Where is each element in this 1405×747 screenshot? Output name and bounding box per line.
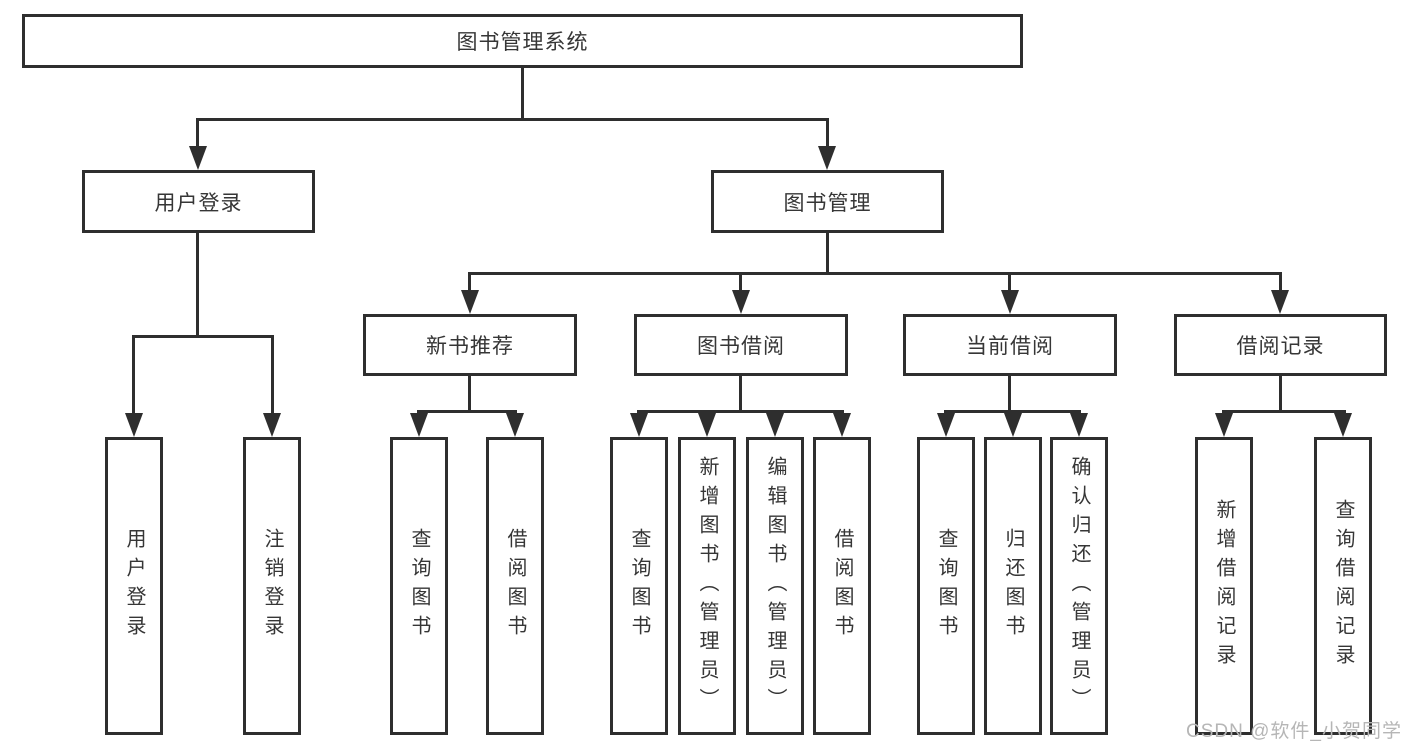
- leaf-return-books: 归还图书: [984, 437, 1042, 735]
- node-book-management: 图书管理: [711, 170, 944, 233]
- arrow-down-icon: [833, 413, 851, 437]
- leaf-label: 查询图书: [408, 528, 430, 644]
- leaf-label: 编辑图书（管理员）: [764, 455, 786, 717]
- arrow-down-icon: [263, 413, 281, 437]
- connector-line: [637, 410, 844, 413]
- leaf-label: 借阅图书: [831, 528, 853, 644]
- connector-line: [468, 272, 471, 294]
- connector-line: [468, 376, 471, 410]
- leaf-label: 归还图书: [1002, 528, 1024, 644]
- node-current-borrowing: 当前借阅: [903, 314, 1117, 376]
- arrow-down-icon: [937, 413, 955, 437]
- leaf-logout: 注销登录: [243, 437, 301, 735]
- leaf-user-login: 用户登录: [105, 437, 163, 735]
- leaf-add-borrow-record: 新增借阅记录: [1195, 437, 1253, 735]
- connector-line: [1279, 272, 1282, 294]
- connector-line: [271, 335, 274, 417]
- leaf-edit-books-admin: 编辑图书（管理员）: [746, 437, 804, 735]
- arrow-down-icon: [698, 413, 716, 437]
- arrow-down-icon: [1004, 413, 1022, 437]
- leaf-borrow-books-recommend: 借阅图书: [486, 437, 544, 735]
- arrow-down-icon: [630, 413, 648, 437]
- node-root-library-system: 图书管理系统: [22, 14, 1023, 68]
- connector-line: [1279, 376, 1282, 410]
- arrow-down-icon: [1001, 290, 1019, 314]
- leaf-label: 确认归还（管理员）: [1068, 455, 1090, 717]
- arrow-down-icon: [1215, 413, 1233, 437]
- leaf-label: 查询图书: [935, 528, 957, 644]
- arrow-down-icon: [766, 413, 784, 437]
- arrow-down-icon: [1334, 413, 1352, 437]
- arrow-down-icon: [1070, 413, 1088, 437]
- leaf-label: 新增图书（管理员）: [696, 455, 718, 717]
- connector-line: [468, 272, 1282, 275]
- csdn-watermark: CSDN @软件_小贺同学: [1186, 721, 1402, 742]
- leaf-label: 新增借阅记录: [1213, 499, 1235, 673]
- node-book-borrowing: 图书借阅: [634, 314, 848, 376]
- arrow-down-icon: [189, 146, 207, 170]
- leaf-borrow-books-borrowing: 借阅图书: [813, 437, 871, 735]
- arrow-down-icon: [506, 413, 524, 437]
- connector-line: [1222, 410, 1346, 413]
- connector-line: [1008, 272, 1011, 294]
- leaf-query-books-borrowing: 查询图书: [610, 437, 668, 735]
- arrow-down-icon: [732, 290, 750, 314]
- connector-line: [196, 118, 829, 121]
- connector-line: [196, 118, 199, 152]
- connector-line: [1008, 376, 1011, 410]
- arrow-down-icon: [818, 146, 836, 170]
- leaf-query-books-recommend: 查询图书: [390, 437, 448, 735]
- leaf-label: 借阅图书: [504, 528, 526, 644]
- connector-line: [132, 335, 135, 417]
- node-user-login: 用户登录: [82, 170, 315, 233]
- arrow-down-icon: [125, 413, 143, 437]
- leaf-query-borrow-record: 查询借阅记录: [1314, 437, 1372, 735]
- connector-line: [826, 233, 829, 272]
- leaf-query-books-current: 查询图书: [917, 437, 975, 735]
- leaf-add-books-admin: 新增图书（管理员）: [678, 437, 736, 735]
- connector-line: [739, 376, 742, 410]
- connector-line: [826, 118, 829, 152]
- connector-line: [521, 68, 524, 118]
- arrow-down-icon: [461, 290, 479, 314]
- leaf-label: 查询图书: [628, 528, 650, 644]
- leaf-label: 查询借阅记录: [1332, 499, 1354, 673]
- node-new-book-recommendation: 新书推荐: [363, 314, 577, 376]
- connector-line: [739, 272, 742, 294]
- connector-line: [196, 233, 199, 335]
- connector-line: [417, 410, 517, 413]
- arrow-down-icon: [410, 413, 428, 437]
- leaf-label: 注销登录: [261, 528, 283, 644]
- arrow-down-icon: [1271, 290, 1289, 314]
- connector-line: [132, 335, 274, 338]
- leaf-confirm-return-admin: 确认归还（管理员）: [1050, 437, 1108, 735]
- node-borrowing-records: 借阅记录: [1174, 314, 1387, 376]
- leaf-label: 用户登录: [123, 528, 145, 644]
